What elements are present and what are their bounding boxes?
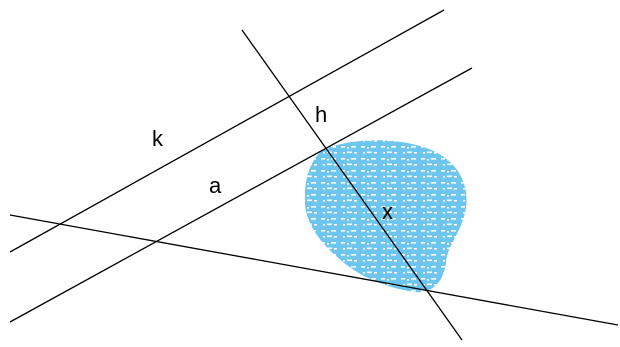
label-x: x <box>382 199 393 224</box>
label-a: a <box>209 173 222 198</box>
shaded-region <box>304 140 467 293</box>
line-h <box>241 29 463 341</box>
line-bottom <box>9 214 619 326</box>
label-h: h <box>315 102 327 127</box>
line-a <box>9 67 473 323</box>
label-k: k <box>152 126 164 151</box>
line-k <box>9 9 445 253</box>
